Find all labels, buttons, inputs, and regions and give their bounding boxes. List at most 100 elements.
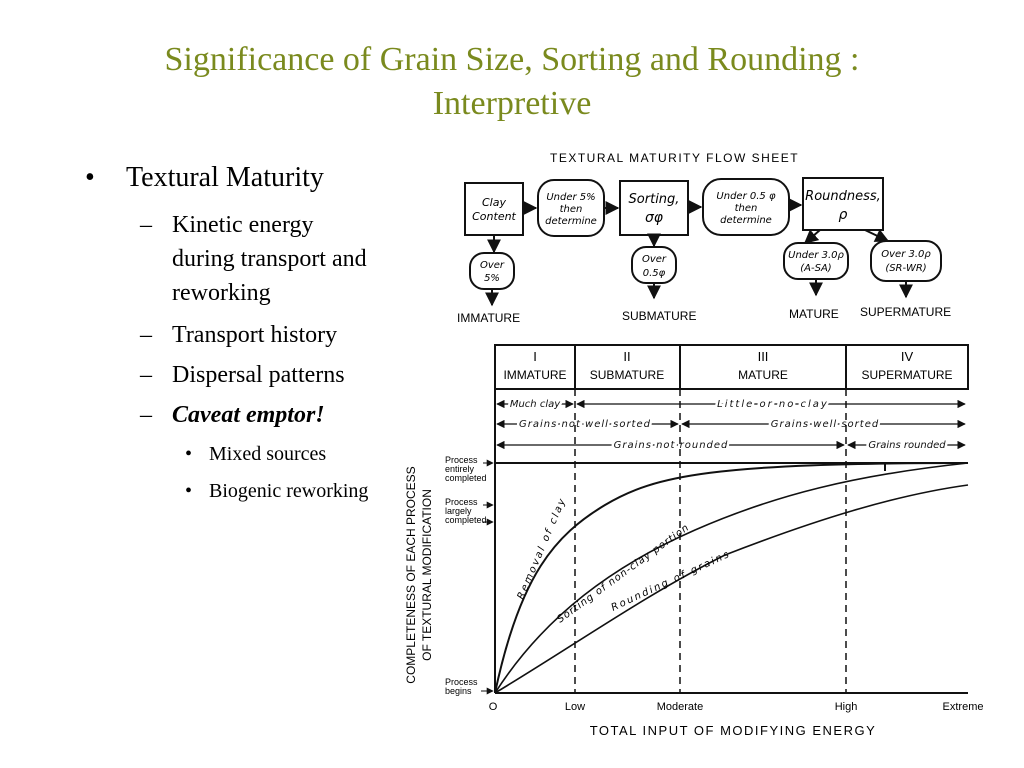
curve-rounding [494, 484, 969, 694]
bullet-marker: • [185, 443, 193, 465]
range-label: Grains well sorted [771, 419, 879, 430]
clay-content-box: Clay Content [464, 182, 524, 236]
outcome-label: SUBMATURE [622, 309, 696, 323]
bullet-marker: • [185, 480, 193, 502]
bullet-list: • Textural Maturity – Kinetic energy dur… [85, 162, 405, 562]
y-level-mid: Process largely completed [445, 497, 494, 526]
range-label: Grains not rounded [614, 440, 729, 451]
box-text: Roundness, [805, 189, 881, 204]
box-text: Clay [482, 196, 506, 209]
x-tick-label: Low [565, 701, 585, 713]
bullet-label: Textural Maturity [126, 162, 324, 193]
flow-sheet-title: TEXTURAL MATURITY FLOW SHEET [550, 151, 799, 165]
box-text: 5% [484, 273, 500, 284]
outcome-label: IMMATURE [457, 311, 520, 325]
sub-bullet-line: Kinetic energy [172, 212, 314, 238]
box-text: Sorting, [629, 192, 680, 207]
sub-bullet-label: Transport history [172, 322, 338, 348]
y-level-text: entirely [445, 464, 475, 474]
stage-numeral: IV [901, 349, 914, 364]
slide-title-line-2: Interpretive [432, 85, 592, 122]
range-label: Grains not well sorted [519, 419, 651, 430]
box-text: then [735, 203, 758, 214]
sub-bullet-label: Dispersal patterns [172, 362, 345, 388]
range-arrows [496, 399, 966, 450]
slide-title: Significance of Grain Size, Sorting and … [40, 38, 984, 126]
stage-label: MATURE [738, 368, 788, 382]
plot-frame [494, 345, 968, 694]
x-axis-label: TOTAL INPUT OF MODIFYING ENERGY [590, 723, 877, 738]
textural-maturity-diagram: TEXTURAL MATURITY FLOW SHEET Clay Conten… [404, 151, 984, 738]
sorting-box: Sorting, σφ [619, 180, 689, 236]
box-text: Under 0.5 φ [716, 191, 776, 202]
x-tick-label: High [835, 701, 858, 713]
flow-arrow [803, 229, 821, 244]
sub-bullet-label: Kinetic energy during transport and rewo… [172, 208, 405, 310]
textural-maturity-figure: TEXTURAL MATURITY FLOW SHEET Clay Conten… [395, 145, 995, 750]
sub-sub-bullet-label: Mixed sources [209, 443, 327, 465]
y-level-text: Process [445, 497, 478, 507]
box-text: Over [480, 260, 505, 271]
under-5-percent-box: Under 5% then determine [537, 179, 605, 237]
x-tick-label: Moderate [657, 701, 703, 713]
stage-label: SUPERMATURE [861, 368, 952, 382]
y-level-text: Process [445, 455, 478, 465]
x-tick-label: O [489, 701, 498, 713]
stage-numeral: II [623, 349, 630, 364]
dash-marker: – [140, 402, 152, 428]
box-text: Over [642, 254, 667, 265]
range-label: Much clay [510, 399, 561, 410]
box-text: (SR-WR) [885, 263, 926, 274]
curve-label-rounding: Rounding of grains [610, 549, 733, 614]
stage-numeral: III [758, 349, 769, 364]
curve-removal-of-clay [494, 462, 969, 694]
y-axis-label-line-1: COMPLETENESS OF EACH PROCESS [404, 466, 418, 683]
box-text: (A-SA) [800, 263, 831, 274]
range-label: Little or no clay [717, 399, 829, 410]
y-level-text: completed [445, 473, 487, 483]
y-level-text: Process [445, 677, 478, 687]
box-text: Under 5% [546, 192, 595, 203]
sub-bullet-label: Caveat emptor! [172, 402, 325, 428]
y-level-text: begins [445, 686, 472, 696]
dash-marker: – [140, 212, 152, 238]
y-level-top: Process entirely completed [445, 455, 494, 483]
flow-arrow [864, 229, 890, 242]
under-0-5-phi-box: Under 0.5 φ then determine [702, 178, 790, 236]
slide-title-line-1: Significance of Grain Size, Sorting and … [164, 41, 860, 78]
box-text: 0.5φ [643, 268, 666, 279]
box-text: determine [545, 216, 597, 227]
y-axis-label-line-2: OF TEXTURAL MODIFICATION [420, 489, 434, 661]
dash-marker: – [140, 322, 152, 348]
curve-sorting [494, 462, 969, 694]
roundness-box: Roundness, ρ [802, 177, 884, 231]
dash-marker: – [140, 362, 152, 388]
over-5-percent-box: Over 5% [469, 252, 515, 290]
box-text: ρ [839, 207, 848, 223]
maturity-stage-table: I II III IV IMMATURE SUBMATURE MATURE SU… [494, 344, 969, 390]
sub-bullet-line: reworking [172, 280, 271, 306]
box-text: σφ [645, 210, 664, 226]
box-text: then [560, 204, 583, 215]
sub-sub-bullet-label: Biogenic reworking [209, 480, 369, 502]
x-tick-label: Extreme [943, 701, 984, 713]
outcome-label: MATURE [789, 307, 839, 321]
stage-numeral: I [533, 349, 537, 364]
sub-bullet-line: during transport and [172, 246, 367, 272]
box-text: Under 3.0ρ [788, 250, 844, 261]
curve-label-clay: Removal of clay [516, 496, 569, 602]
over-0-5-phi-box: Over 0.5φ [631, 246, 677, 284]
under-3-rho-box: Under 3.0ρ (A-SA) [783, 242, 849, 280]
curve-label-sorting: Sorting of non-clay portion [555, 522, 691, 625]
over-3-rho-box: Over 3.0ρ (SR-WR) [870, 240, 942, 282]
y-level-bottom: Process begins [445, 677, 494, 696]
bullet-marker: • [85, 162, 95, 193]
y-level-text: largely [445, 506, 472, 516]
stage-label: SUBMATURE [590, 368, 664, 382]
stage-label: IMMATURE [503, 368, 566, 382]
box-text: determine [720, 215, 772, 226]
y-level-text: completed [445, 515, 487, 525]
outcome-label: SUPERMATURE [860, 305, 951, 319]
box-text: Over 3.0ρ [881, 249, 931, 260]
range-label: Grains rounded [868, 440, 946, 451]
